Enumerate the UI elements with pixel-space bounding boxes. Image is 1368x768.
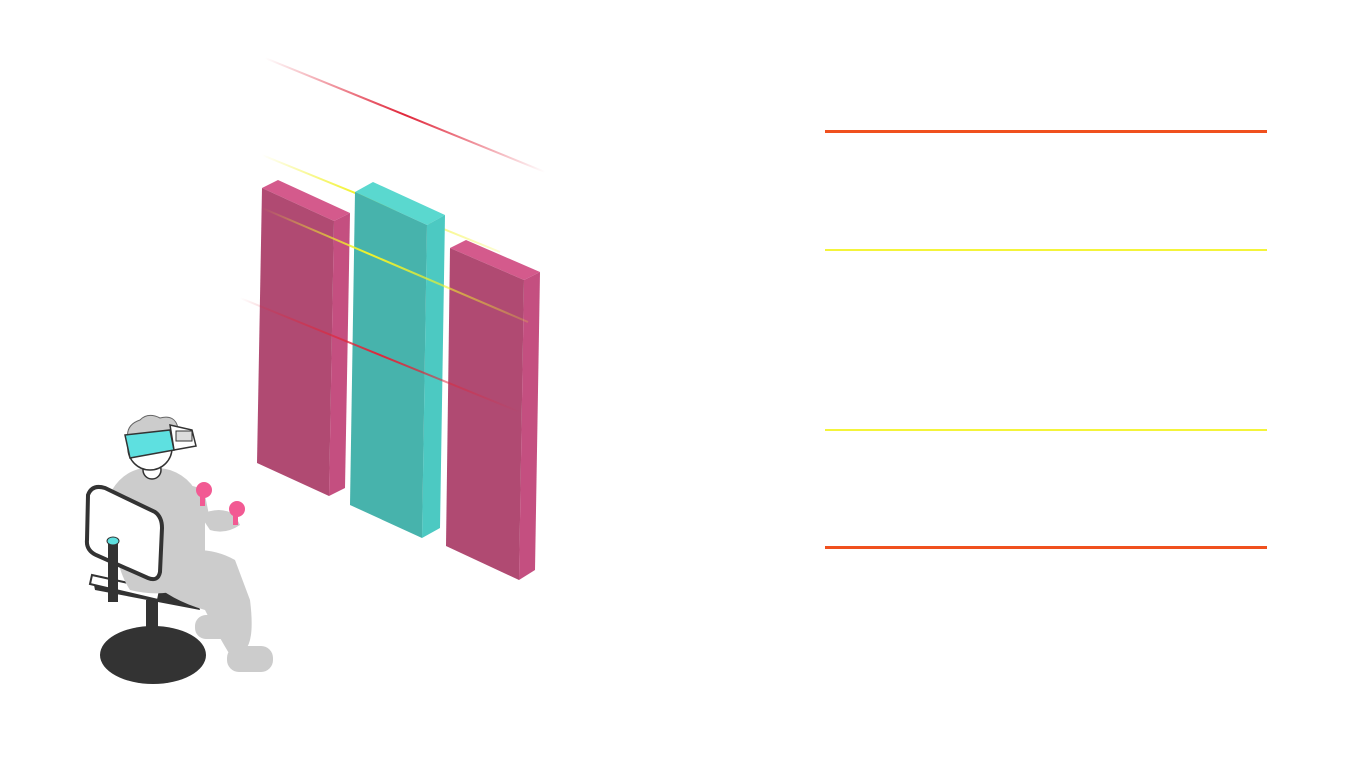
pillar-middle-teal — [350, 182, 445, 538]
beam-yellow-front — [261, 207, 529, 323]
vr-controllers-icon — [196, 482, 245, 525]
pillar-left-pink — [257, 180, 350, 496]
beam-red-top — [264, 57, 546, 173]
guide-line-orange-top — [825, 130, 1267, 133]
pillar-right-pink — [446, 240, 540, 580]
guide-line-yellow-upper — [825, 249, 1267, 251]
chair-back — [84, 484, 165, 602]
guide-line-orange-bottom — [825, 546, 1267, 549]
vr-headset-icon — [124, 424, 197, 459]
beam-red-front — [239, 297, 521, 413]
guide-line-yellow-lower — [825, 429, 1267, 431]
